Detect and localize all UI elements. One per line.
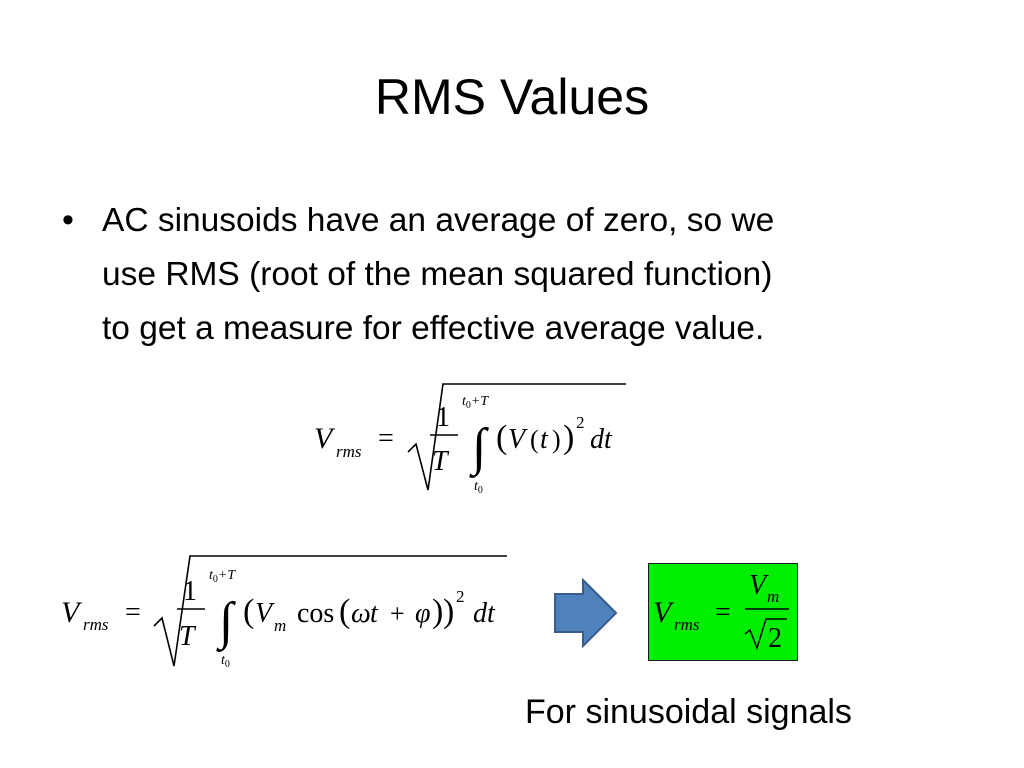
bullet-text: AC sinusoids have an average of zero, so… bbox=[102, 194, 962, 356]
arrow-shape bbox=[554, 578, 618, 648]
bullet-line: AC sinusoids have an average of zero, so… bbox=[102, 202, 775, 239]
upper-limit: t0+T bbox=[462, 394, 489, 411]
equals-sign: = bbox=[378, 423, 394, 454]
lhs-variable: V bbox=[314, 422, 336, 455]
arg-close-paren: ) bbox=[552, 425, 561, 454]
caption-text: For sinusoidal signals bbox=[525, 693, 852, 731]
close-paren: ) bbox=[563, 419, 574, 456]
arg-open-paren: ( bbox=[530, 425, 539, 454]
lhs-variable: V bbox=[61, 596, 83, 629]
right-arrow-icon bbox=[554, 578, 618, 648]
lower-limit: t0 bbox=[221, 653, 230, 670]
amplitude-subscript: m bbox=[274, 616, 286, 635]
fraction-numerator: 1 bbox=[183, 576, 197, 607]
exponent: 2 bbox=[456, 587, 465, 606]
sqrt-sign bbox=[153, 555, 507, 667]
upper-limit: t0+T bbox=[209, 568, 236, 585]
differential: dt bbox=[590, 424, 613, 455]
integral-sign: ∫ bbox=[469, 419, 489, 478]
integral-sign: ∫ bbox=[216, 593, 236, 652]
equals-sign: = bbox=[125, 597, 141, 628]
amplitude-variable: V bbox=[255, 598, 275, 629]
lhs-variable: V bbox=[653, 596, 675, 629]
result-box: V rms = V m 2 bbox=[648, 563, 798, 661]
lhs-subscript: rms bbox=[83, 615, 109, 634]
function-name: V bbox=[508, 424, 528, 455]
function-argument: t bbox=[540, 424, 549, 455]
open-paren: ( bbox=[496, 419, 507, 456]
exponent: 2 bbox=[576, 413, 585, 432]
numerator-subscript: m bbox=[767, 587, 779, 606]
lower-limit: t0 bbox=[474, 479, 483, 496]
phi-symbol: φ bbox=[415, 598, 431, 629]
bullet-marker: • bbox=[62, 201, 74, 239]
numerator-variable: V bbox=[749, 570, 769, 601]
differential: dt bbox=[473, 598, 496, 629]
rms-sinusoid-equation: V rms = 1 T t0+T ∫ t0 ( V m cos ( ω t + … bbox=[61, 555, 507, 670]
lhs-subscript: rms bbox=[336, 442, 362, 461]
plus-sign: + bbox=[390, 599, 405, 628]
equals-sign: = bbox=[715, 597, 731, 628]
rms-general-equation: V rms = 1 T t0+T ∫ t0 ( V ( t ) ) 2 dt bbox=[314, 383, 626, 496]
fraction-numerator: 1 bbox=[436, 402, 450, 433]
denominator-value: 2 bbox=[768, 623, 782, 654]
sqrt-sign bbox=[744, 618, 787, 651]
bullet-line: to get a measure for effective average v… bbox=[102, 310, 765, 347]
inner-close-paren: ) bbox=[432, 593, 443, 630]
open-paren: ( bbox=[243, 593, 254, 630]
slide-title: RMS Values bbox=[374, 69, 650, 125]
inner-open-paren: ( bbox=[339, 593, 350, 630]
lhs-subscript: rms bbox=[674, 615, 700, 634]
cosine-function: cos bbox=[297, 598, 334, 629]
bullet-line: use RMS (root of the mean squared functi… bbox=[102, 256, 773, 293]
close-paren: ) bbox=[443, 593, 454, 630]
fraction-denominator: T bbox=[432, 446, 450, 477]
sqrt-sign bbox=[407, 383, 626, 491]
omega-symbol: ω bbox=[351, 598, 371, 629]
time-variable: t bbox=[370, 598, 379, 629]
rms-result-equation: V rms = V m 2 bbox=[653, 570, 789, 654]
fraction-denominator: T bbox=[179, 621, 197, 652]
